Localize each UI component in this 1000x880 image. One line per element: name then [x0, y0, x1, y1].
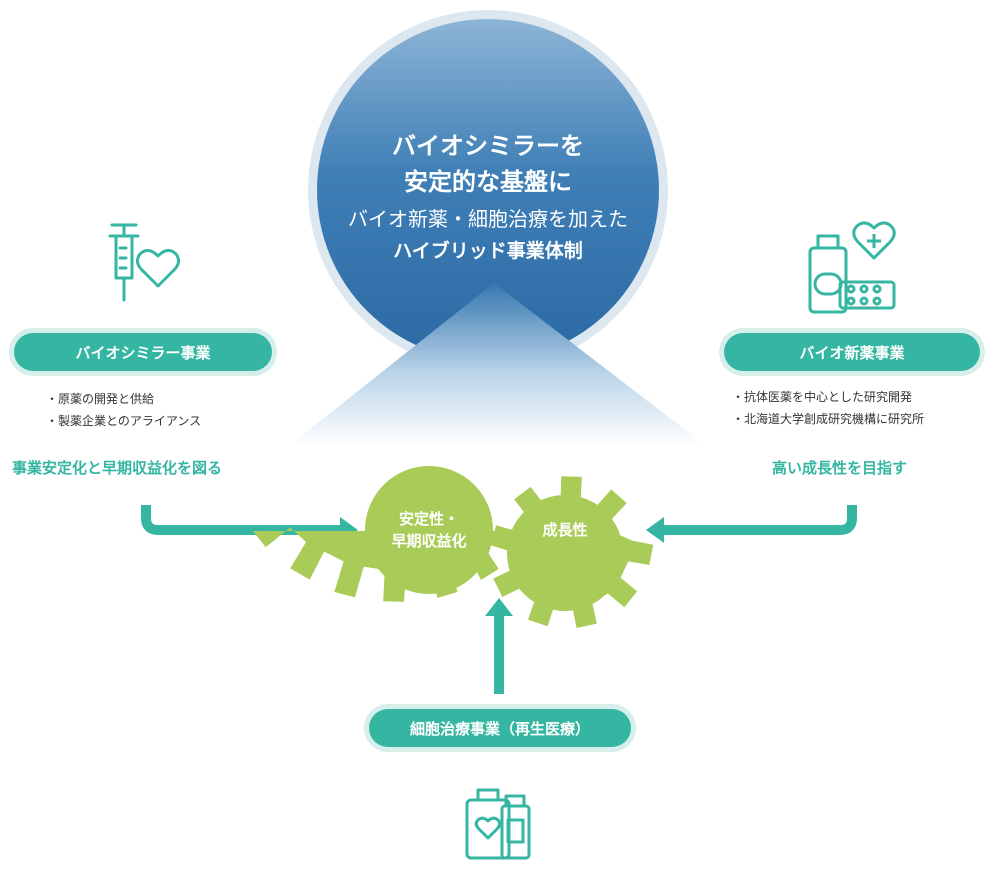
hero-line-3: バイオ新薬・細胞治療を加えた [348, 207, 628, 231]
hero-line-1: バイオシミラーを [392, 132, 584, 160]
new-bio-drug-bullet-2: ・北海道大学創成研究機構に研究所 [732, 412, 925, 426]
hero-line-2: 安定的な基盤に [404, 168, 572, 196]
hero-line-4: ハイブリッド事業体制 [393, 240, 583, 262]
biosimilar-tagline: 事業安定化と早期収益化を図る [12, 459, 223, 477]
biosimilar-bullet-2: ・製薬企業とのアライアンス [46, 414, 202, 428]
cell-therapy-business-pill: 細胞治療事業（再生医療） [369, 709, 631, 747]
biosimilar-bullets: ・原薬の開発と供給 ・製薬企業とのアライアンス [46, 388, 201, 432]
new-bio-drug-tagline: 高い成長性を目指す [772, 459, 908, 477]
left-gear-label-line-1: 安定性・ [398, 510, 459, 528]
spotlight-cone [290, 283, 705, 445]
bottom-arrow-head [485, 598, 513, 616]
left-flow-arrow [141, 505, 345, 535]
left-gear-label: 安定性・ 早期収益化 [374, 508, 484, 552]
biosimilar-business-pill: バイオシミラー事業 [14, 333, 272, 371]
right-flow-arrow [660, 505, 857, 535]
new-bio-drug-bullets: ・抗体医薬を中心とした研究開発 ・北海道大学創成研究機構に研究所 [732, 386, 924, 430]
bottom-flow-arrow [494, 614, 504, 694]
hero-circle [317, 19, 659, 361]
syringe-heart-icon [108, 223, 181, 302]
hero-text: バイオシミラーを 安定的な基盤に バイオ新薬・細胞治療を加えた ハイブリッド事業… [316, 28, 660, 328]
biosimilar-bullet-1: ・原薬の開発と供給 [46, 392, 155, 406]
new-bio-drug-business-pill: バイオ新薬事業 [724, 333, 980, 371]
right-gear-body [507, 495, 623, 611]
left-gear-label-line-2: 早期収益化 [391, 532, 467, 550]
vials-heart-icon [465, 788, 531, 860]
right-arrow-head [646, 517, 664, 543]
left-gear-body [365, 466, 493, 594]
right-gear-label: 成長性 [542, 521, 588, 539]
medicine-bottle-pills-icon [808, 221, 896, 314]
new-bio-drug-bullet-1: ・抗体医薬を中心とした研究開発 [732, 390, 913, 404]
